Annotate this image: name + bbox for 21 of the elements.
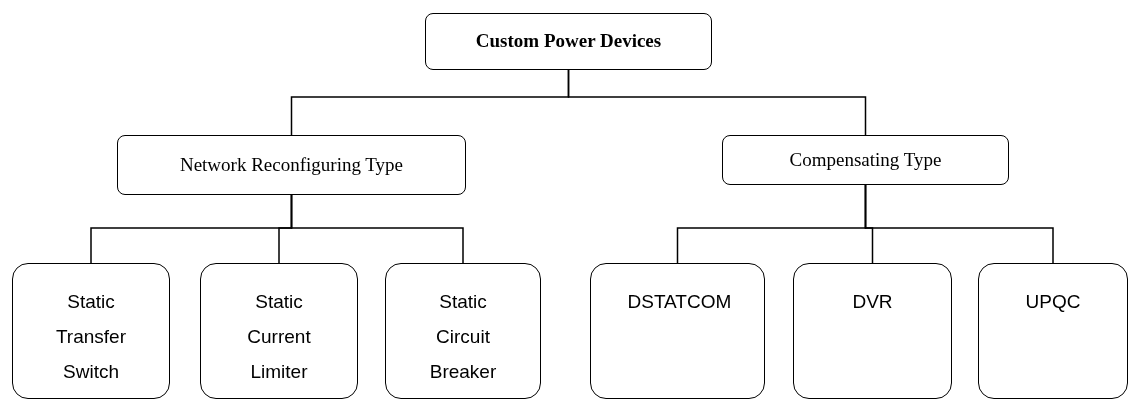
device-box xyxy=(12,263,170,399)
device-box xyxy=(385,263,541,399)
device-box xyxy=(978,263,1128,399)
node-label: Static Circuit Breaker xyxy=(428,290,498,384)
connector-line xyxy=(290,194,464,264)
category-box xyxy=(722,135,1009,185)
device-box xyxy=(793,263,952,399)
node-label: Custom Power Devices xyxy=(475,29,662,54)
node-label: Network Reconfiguring Type xyxy=(179,152,404,177)
connector-line xyxy=(864,184,1054,264)
device-box xyxy=(590,263,765,399)
node-label: Static Current Limiter xyxy=(246,290,312,384)
node-label: DSTATCOM xyxy=(627,290,728,314)
category-box xyxy=(425,13,712,70)
node-label: Static Transfer Switch xyxy=(54,290,127,384)
node-label: Compensating Type xyxy=(789,147,942,172)
node-label: DVR xyxy=(852,290,893,314)
node-label: UPQC xyxy=(1025,290,1081,314)
category-box xyxy=(117,135,466,195)
connector-line xyxy=(567,69,867,136)
device-box xyxy=(200,263,358,399)
